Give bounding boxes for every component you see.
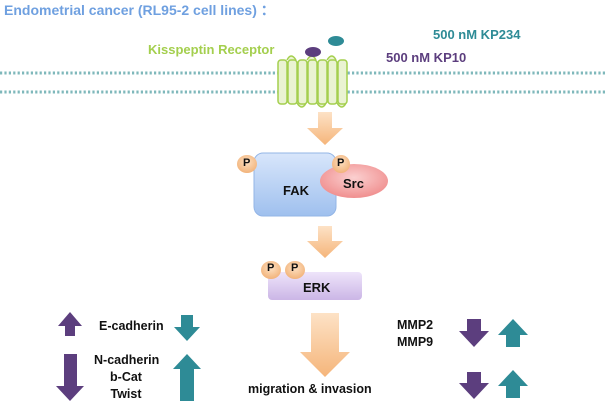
src-label: Src	[343, 176, 364, 191]
mmp9-label: MMP9	[397, 335, 434, 349]
ncadherin-up-arrow-icon	[173, 354, 201, 401]
outcome-label: migration & invasion	[248, 382, 372, 396]
migration-down-arrow-icon	[459, 372, 489, 399]
phospho-erk-2-label: P	[291, 262, 299, 274]
kp234-ligand-icon	[328, 36, 344, 46]
mmp2-label: MMP2	[397, 318, 434, 332]
kp10-ligand-icon	[305, 47, 321, 57]
phospho-src-label: P	[337, 157, 345, 169]
migration-up-arrow-icon	[498, 370, 528, 398]
phospho-fak-icon	[237, 155, 257, 173]
ncadherin-down-arrow-icon	[56, 354, 84, 401]
phospho-erk-2-icon	[285, 261, 305, 279]
erk-box	[268, 272, 362, 300]
phospho-erk-1-icon	[261, 261, 281, 279]
receptor-label: Kisspeptin Receptor	[148, 42, 275, 57]
kp234-label: 500 nM KP234	[433, 27, 521, 42]
ecadherin-label: E-cadherin	[99, 319, 164, 333]
phospho-fak-label: P	[243, 157, 251, 169]
src-ellipse	[320, 164, 388, 198]
mesenchymal-markers: N-cadherin b-Cat Twist	[94, 352, 160, 403]
bcat-label: b-Cat	[110, 370, 142, 384]
mmp-down-arrow-icon	[459, 319, 489, 347]
ecadherin-down-arrow-icon	[174, 315, 200, 341]
pathway-arrow-1	[307, 112, 343, 145]
twist-label: Twist	[110, 387, 142, 401]
ecadherin-up-arrow-icon	[58, 312, 82, 336]
diagram-title: Endometrial cancer (RL95-2 cell lines) ：	[4, 2, 275, 18]
mmp-up-arrow-icon	[498, 319, 528, 347]
phospho-erk-1-label: P	[267, 262, 275, 274]
ncadherin-label: N-cadherin	[94, 353, 160, 367]
mmp-markers: MMP2 MMP9	[397, 317, 433, 351]
pathway-arrow-2	[307, 226, 343, 258]
erk-label: ERK	[303, 280, 331, 295]
receptor-icon	[277, 55, 348, 108]
pathway-arrow-3	[300, 313, 350, 377]
fak-label: FAK	[283, 183, 309, 198]
kp10-label: 500 nM KP10	[386, 50, 467, 65]
phospho-src-icon	[332, 155, 350, 173]
